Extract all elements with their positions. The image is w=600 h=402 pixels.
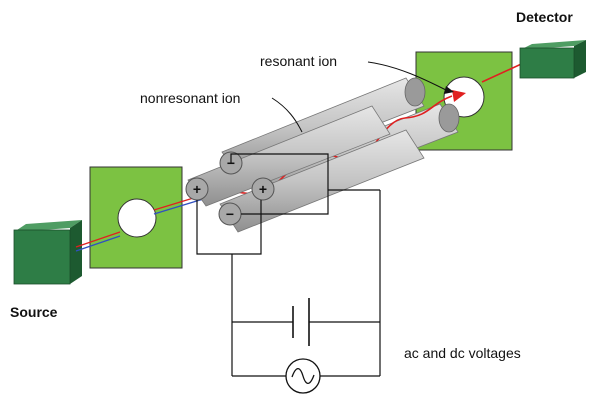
dc-battery-symbol [292,298,310,346]
rod-end-bottom: − [218,202,242,226]
rod-sign-left: + [193,181,201,197]
wiring [196,153,381,377]
ac-source-symbol [285,358,321,394]
detector-box [519,40,586,79]
rod-sign-bottom: − [226,206,234,222]
detector-label: Detector [516,9,573,25]
rod-end-right: + [251,177,275,201]
resonant-arrowhead [452,90,466,102]
entrance-plate [89,166,183,269]
source-label: Source [10,304,58,320]
rod-sign-right: + [259,181,267,197]
nonresonant-ion-label: nonresonant ion [140,90,240,106]
voltages-label: ac and dc voltages [404,345,521,361]
resonant-ion-label: resonant ion [260,53,337,69]
ion-beam-entry [75,195,201,252]
rod-end-left: + [185,177,209,201]
source-box [13,220,82,285]
leader-lines [271,61,454,133]
